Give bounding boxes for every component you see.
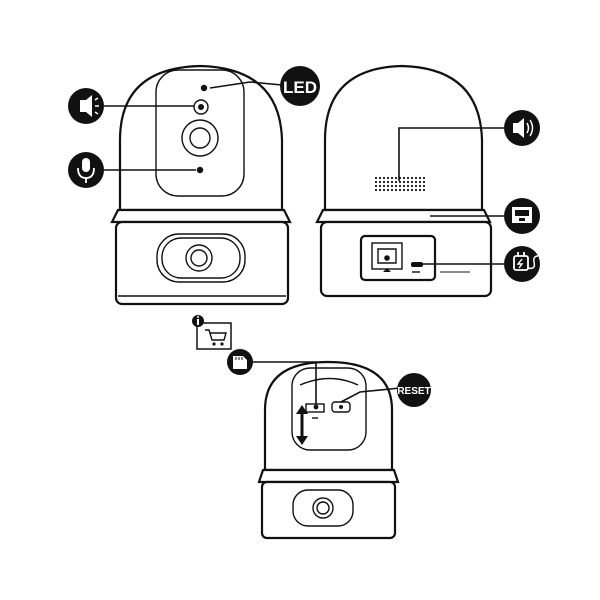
grille-dot xyxy=(390,188,394,192)
reset-badge: RESET xyxy=(397,373,431,407)
sd-card-badge xyxy=(227,349,253,375)
ethernet-badge xyxy=(504,198,540,234)
purchase-note xyxy=(192,315,232,350)
tilt-arrow xyxy=(296,405,308,445)
grille-dot xyxy=(374,188,378,192)
grille-dot xyxy=(406,176,410,180)
grille-dot xyxy=(410,176,414,180)
grille-dot xyxy=(390,176,394,180)
grille-dot xyxy=(406,184,410,188)
grille-dot xyxy=(422,180,426,184)
grille-dot xyxy=(406,188,410,192)
grille-dot xyxy=(414,176,418,180)
bottom-camera xyxy=(257,360,400,540)
grille-dot xyxy=(410,184,414,188)
sd-card-icon xyxy=(233,356,247,369)
grille-dot xyxy=(382,184,386,188)
loudspeaker-badge xyxy=(504,110,540,146)
grille-dot xyxy=(418,180,422,184)
front-base xyxy=(114,220,290,306)
neck-ring xyxy=(110,208,292,224)
grille-dot xyxy=(398,180,402,184)
leader-loudspeaker xyxy=(398,127,510,181)
front-glass-panel xyxy=(155,69,245,197)
leader-sd-card xyxy=(249,361,317,404)
grille-dot xyxy=(406,180,410,184)
led-label: LED xyxy=(283,78,317,97)
microphone-badge xyxy=(68,152,104,188)
speaker-badge xyxy=(68,88,104,124)
grille-dot xyxy=(378,184,382,188)
front-camera xyxy=(110,64,292,306)
grille-dot xyxy=(414,180,418,184)
grille-dot xyxy=(386,176,390,180)
grille-dot xyxy=(418,184,422,188)
grille-dot xyxy=(394,184,398,188)
led-badge: LED xyxy=(280,66,320,106)
grille-dot xyxy=(386,188,390,192)
grille-dot xyxy=(378,188,382,192)
grille-dot xyxy=(382,188,386,192)
reset-label: RESET xyxy=(397,386,430,397)
grille-dot xyxy=(398,188,402,192)
grille-dot xyxy=(422,176,426,180)
light-sensor xyxy=(193,99,209,115)
grille-dot xyxy=(402,176,406,180)
leader-led xyxy=(209,81,283,89)
grille-dot xyxy=(390,184,394,188)
grille-dot xyxy=(422,184,426,188)
grille-dot xyxy=(402,180,406,184)
base-lens-window xyxy=(156,233,246,283)
grille-dot xyxy=(374,176,378,180)
grille-dot xyxy=(382,180,386,184)
grille-dot xyxy=(382,176,386,180)
grille-dot xyxy=(402,188,406,192)
grille-dot xyxy=(374,184,378,188)
power-badge xyxy=(504,246,540,282)
grille-dot xyxy=(418,188,422,192)
led-indicator xyxy=(200,84,208,92)
grille-dot xyxy=(386,184,390,188)
grille-dot xyxy=(418,176,422,180)
back-camera xyxy=(315,64,493,298)
grille-dot xyxy=(410,180,414,184)
speaker-grille xyxy=(374,176,426,192)
grille-dot xyxy=(414,184,418,188)
leader-reset xyxy=(340,387,401,403)
sd-card-slot xyxy=(305,403,325,413)
grille-dot xyxy=(386,180,390,184)
grille-dot xyxy=(410,188,414,192)
grille-dot xyxy=(422,188,426,192)
main-lens xyxy=(181,119,219,157)
tilted-front-panel xyxy=(291,367,367,451)
grille-dot xyxy=(374,180,378,184)
grille-dot xyxy=(414,188,418,192)
grille-dot xyxy=(394,176,398,180)
mic-hole xyxy=(196,166,204,174)
grille-dot xyxy=(402,184,406,188)
grille-dot xyxy=(398,184,402,188)
grille-dot xyxy=(394,188,398,192)
grille-dot xyxy=(390,180,394,184)
cart-icon xyxy=(205,329,227,341)
grille-dot xyxy=(378,176,382,180)
grille-dot xyxy=(394,180,398,184)
grille-dot xyxy=(378,180,382,184)
